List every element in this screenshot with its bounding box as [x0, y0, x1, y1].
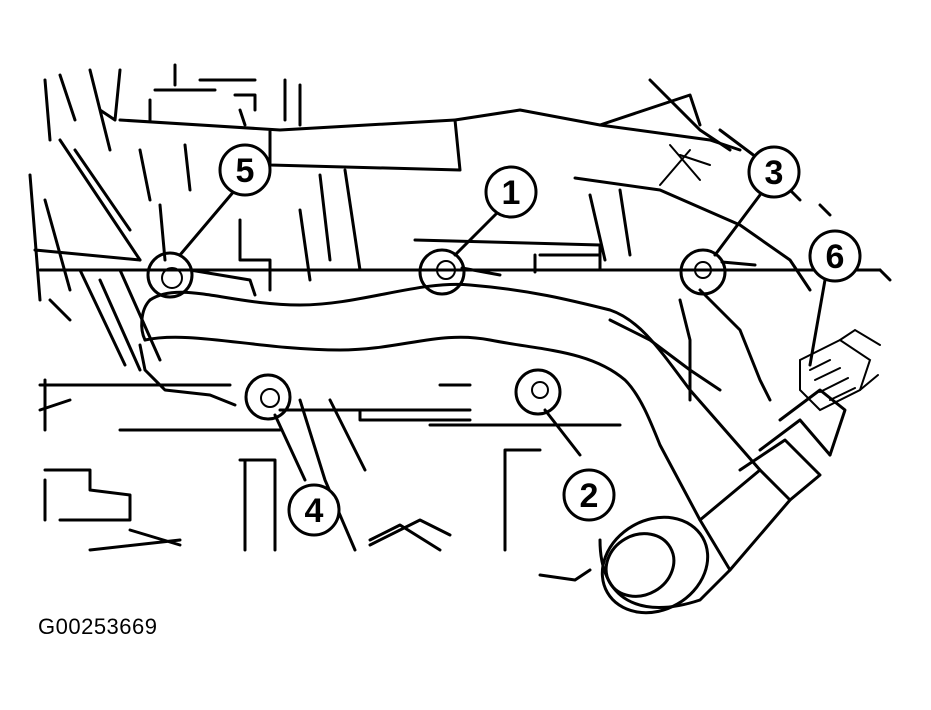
bolt-3 — [679, 248, 757, 296]
callout-6-label: 6 — [826, 238, 845, 276]
bolt-5 — [146, 251, 257, 299]
bolt-2 — [514, 368, 562, 416]
callout-4: 4 — [287, 483, 341, 537]
callout-5-label: 5 — [236, 152, 255, 190]
callout-6: 6 — [808, 229, 862, 283]
callout-1-label: 1 — [502, 174, 521, 212]
bolt-1 — [418, 248, 502, 296]
mounting-bolts — [146, 248, 757, 421]
callout-5: 5 — [218, 143, 272, 197]
figure-id-label: G00253669 — [38, 614, 158, 639]
callout-4-label: 4 — [305, 492, 324, 530]
callout-leaders — [178, 188, 827, 482]
bolt-4 — [244, 373, 292, 421]
callout-1: 1 — [484, 165, 538, 219]
coolant-hose — [138, 282, 881, 615]
callout-3-label: 3 — [765, 154, 784, 192]
engine-background-linework — [28, 63, 892, 582]
callout-2-label: 2 — [580, 477, 599, 515]
callout-3: 3 — [747, 145, 801, 199]
callout-2: 2 — [562, 468, 616, 522]
